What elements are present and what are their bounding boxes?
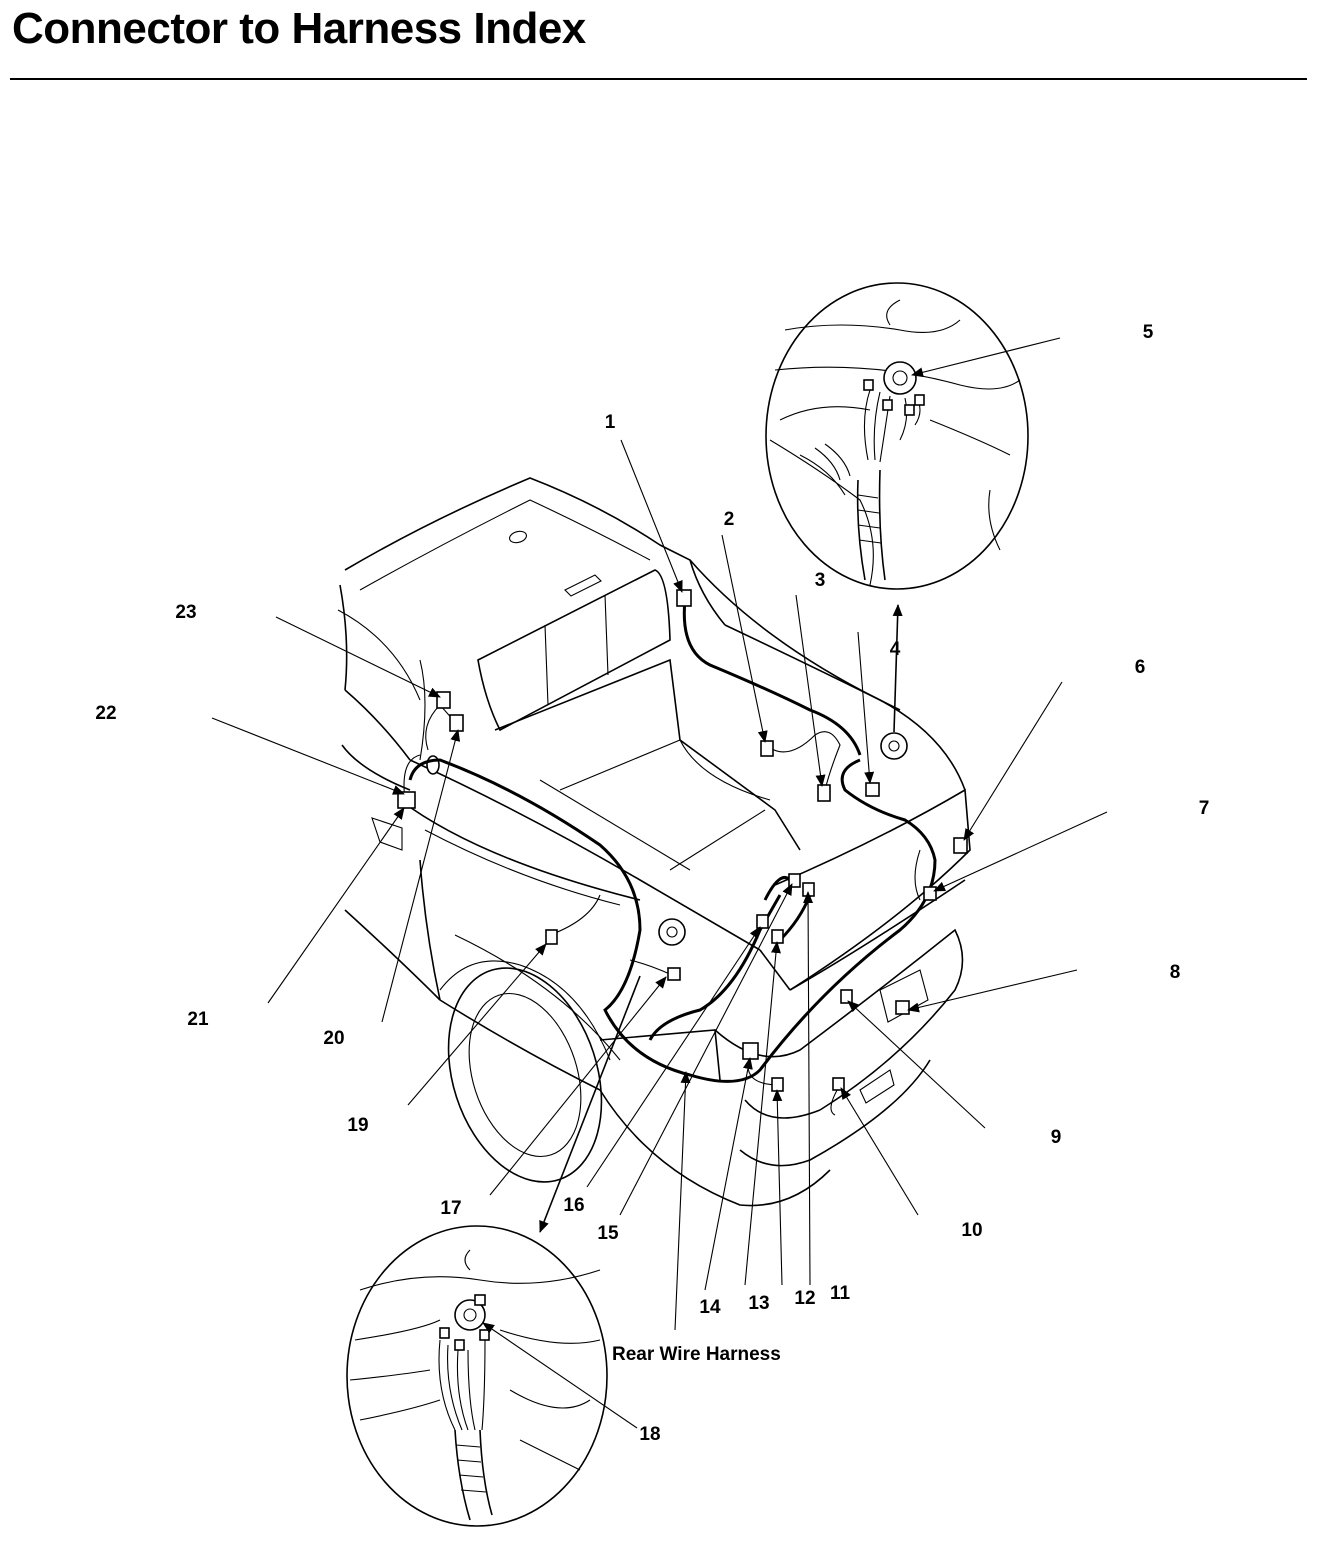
- callout-8: 8: [1170, 962, 1181, 983]
- title-divider: [10, 78, 1307, 80]
- callout-10: 10: [961, 1220, 982, 1241]
- callout-1: 1: [605, 412, 616, 433]
- callout-13: 13: [748, 1293, 769, 1314]
- callout-12: 12: [794, 1288, 815, 1309]
- callout-9: 9: [1051, 1127, 1062, 1148]
- callout-14: 14: [699, 1297, 721, 1318]
- connector-blocks: [397, 589, 968, 1092]
- callout-16: 16: [563, 1195, 584, 1216]
- callout-17: 17: [440, 1198, 461, 1219]
- harness-label: Rear Wire Harness: [612, 1344, 781, 1365]
- detail-inset-upper: [765, 282, 1029, 590]
- callout-labels: 1 2 3 4 5 6 7 8 9 10 11 12 13 14 15 16 1…: [95, 322, 1209, 1445]
- callout-20: 20: [323, 1028, 344, 1049]
- callout-7: 7: [1199, 798, 1210, 819]
- page-title: Connector to Harness Index: [12, 4, 586, 53]
- detail-inset-lower: [346, 1225, 608, 1527]
- callout-23: 23: [175, 602, 196, 623]
- callout-11: 11: [830, 1283, 851, 1304]
- callout-2: 2: [724, 509, 735, 530]
- callout-6: 6: [1135, 657, 1146, 678]
- callout-3: 3: [815, 570, 826, 591]
- leader-lines: [211, 337, 1108, 1429]
- callout-21: 21: [187, 1009, 209, 1030]
- callout-15: 15: [597, 1223, 619, 1244]
- callout-5: 5: [1143, 322, 1154, 343]
- callout-18: 18: [639, 1424, 660, 1445]
- callout-4: 4: [890, 639, 901, 660]
- callout-22: 22: [95, 703, 116, 724]
- truck-outline: [337, 477, 971, 1207]
- callout-19: 19: [347, 1115, 368, 1136]
